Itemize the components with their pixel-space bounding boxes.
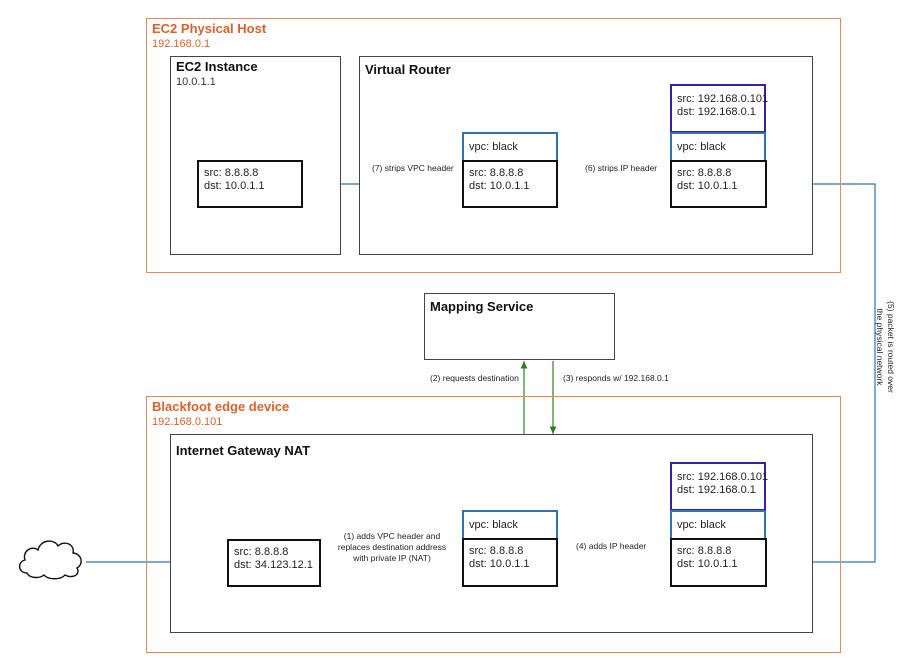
virtual-router-title: Virtual Router [365,62,451,77]
packet-src: src: 8.8.8.8 [677,545,732,557]
mapping-service-box: Mapping Service [424,293,615,360]
packet-dst: dst: 34.123.12.1 [234,559,313,571]
edge-device-host: Blackfoot edge device 192.168.0.101 [146,396,841,653]
ip-src: src: 192.168.0.101 [677,93,769,105]
instance-packet: src: 8.8.8.8 dst: 10.0.1.1 [197,160,303,208]
step-1-label: (1) adds VPC header and replaces destina… [337,531,447,563]
vpc-label: vpc: black [469,141,518,153]
router-vpc-packet: src: 8.8.8.8 dst: 10.0.1.1 [462,160,558,208]
packet-src: src: 8.8.8.8 [677,167,732,179]
gateway-vpc-packet: src: 8.8.8.8 dst: 10.0.1.1 [462,538,558,587]
step-4-label: (4) adds IP header [576,541,647,551]
ec2-physical-host: EC2 Physical Host 192.168.0.1 [146,18,841,273]
ec2-host-ip: 192.168.0.1 [152,38,211,50]
ip-dst: dst: 192.168.0.1 [677,106,756,118]
gateway-encap-vpc-header: vpc: black [670,510,766,540]
packet-src: src: 8.8.8.8 [204,167,259,179]
ec2-host-title: EC2 Physical Host [152,21,267,36]
router-ip-header: src: 192.168.0.101 dst: 192.168.0.1 [670,84,769,133]
router-encap-vpc-header: vpc: black [670,132,766,162]
vpc-label: vpc: black [677,519,726,531]
router-encap-packet: src: 8.8.8.8 dst: 10.0.1.1 [670,160,767,208]
ec2-instance-title: EC2 Instance [176,59,258,74]
packet-src: src: 8.8.8.8 [234,546,289,558]
ip-dst: dst: 192.168.0.1 [677,484,756,496]
gateway-vpc-header: vpc: black [462,510,558,540]
gateway-encap-packet: src: 8.8.8.8 dst: 10.0.1.1 [670,538,767,587]
packet-dst: dst: 10.0.1.1 [677,180,738,192]
ip-src: src: 192.168.0.101 [677,471,769,483]
vpc-label: vpc: black [469,519,518,531]
gateway-in-packet: src: 8.8.8.8 dst: 34.123.12.1 [227,539,321,587]
step-5-label: (5) packet is routed over the physical n… [875,301,896,393]
ec2-instance-panel: EC2 Instance 10.0.1.1 [170,56,341,255]
mapping-service-title: Mapping Service [430,299,534,314]
gateway-ip-header: src: 192.168.0.101 dst: 192.168.0.1 [670,462,769,511]
edge-device-ip: 192.168.0.101 [152,416,223,428]
packet-dst: dst: 10.0.1.1 [204,180,265,192]
packet-dst: dst: 10.0.1.1 [469,558,530,570]
step-7-label: (7) strips VPC header [372,163,454,173]
packet-dst: dst: 10.0.1.1 [469,180,530,192]
step-3-label: (3) responds w/ 192.168.0.1 [563,373,669,383]
step-2-label: (2) requests destination [430,373,519,383]
gateway-title: Internet Gateway NAT [176,443,311,458]
router-vpc-header: vpc: black [462,132,558,162]
ec2-instance-ip: 10.0.1.1 [176,76,216,88]
step-6-label: (6) strips IP header [585,163,658,173]
packet-src: src: 8.8.8.8 [469,545,524,557]
packet-dst: dst: 10.0.1.1 [677,558,738,570]
arrow-step-5 [766,180,876,563]
packet-src: src: 8.8.8.8 [469,167,524,179]
edge-device-title: Blackfoot edge device [152,399,290,414]
vpc-label: vpc: black [677,141,726,153]
internet-cloud-icon [18,540,82,580]
